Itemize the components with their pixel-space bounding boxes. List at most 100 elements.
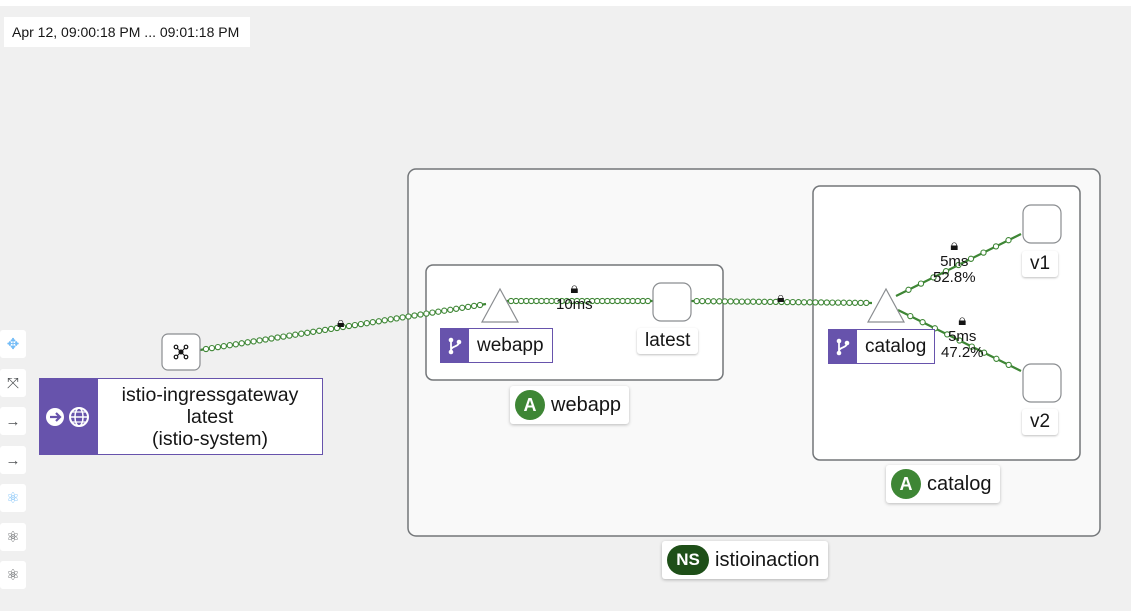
traffic-dot bbox=[863, 299, 870, 307]
traffic-dot bbox=[619, 297, 626, 305]
workload-label-v2[interactable]: v2 bbox=[1022, 409, 1059, 435]
layout-default-icon: ⚛ bbox=[6, 490, 20, 507]
traffic-dot bbox=[423, 310, 430, 317]
traffic-dot bbox=[744, 298, 751, 305]
edge-label-webapp-latest: 🔒︎ 10ms bbox=[556, 281, 593, 313]
traffic-dot bbox=[917, 280, 925, 287]
traffic-dot bbox=[435, 308, 442, 315]
service-node-catalog[interactable] bbox=[866, 287, 906, 323]
app-label-catalog[interactable]: A catalog bbox=[886, 465, 1000, 503]
time-range-label: Apr 12, 09:00:18 PM ... 09:01:18 PM bbox=[4, 17, 250, 47]
layout-2-icon-button[interactable]: ⚛ bbox=[0, 561, 26, 589]
edge-catalog-v2[interactable] bbox=[897, 309, 1022, 372]
traffic-dot bbox=[614, 297, 621, 305]
gateway-name: istio-ingressgateway bbox=[121, 383, 299, 406]
traffic-dot bbox=[721, 298, 729, 305]
traffic-dot bbox=[644, 297, 652, 305]
traffic-dot bbox=[262, 336, 269, 343]
traffic-dot bbox=[846, 299, 853, 306]
traffic-dot bbox=[316, 327, 323, 334]
traffic-dot bbox=[919, 319, 926, 326]
edge-latest-catalog[interactable] bbox=[690, 297, 873, 307]
traffic-dot bbox=[738, 298, 746, 305]
traffic-dot bbox=[523, 297, 530, 305]
traffic-dot bbox=[476, 301, 484, 309]
traffic-dot bbox=[220, 343, 227, 350]
workload-node-v1[interactable] bbox=[1022, 204, 1062, 244]
traffic-dot bbox=[968, 343, 975, 350]
traffic-dot bbox=[704, 298, 712, 305]
workload-node-latest[interactable] bbox=[652, 282, 692, 322]
traffic-dot bbox=[453, 305, 460, 312]
traffic-dot bbox=[208, 344, 216, 352]
arrow-right-icon-button[interactable]: → bbox=[0, 407, 26, 435]
app-label-webapp[interactable]: A webapp bbox=[510, 386, 630, 424]
traffic-dot bbox=[441, 307, 448, 314]
workload-label-latest[interactable]: latest bbox=[637, 328, 699, 354]
traffic-dot bbox=[710, 298, 717, 305]
edges-group bbox=[199, 233, 1022, 372]
traffic-dot bbox=[639, 297, 647, 305]
traffic-dot bbox=[980, 349, 988, 356]
service-node-webapp[interactable] bbox=[480, 287, 520, 323]
traffic-dot bbox=[327, 325, 335, 333]
service-label-webapp[interactable]: webapp bbox=[440, 328, 553, 363]
traffic-dot bbox=[304, 329, 311, 336]
traffic-dot bbox=[399, 314, 406, 321]
traffic-dot bbox=[375, 318, 382, 325]
arrow-right-icon-button[interactable]: → bbox=[0, 446, 26, 474]
traffic-dot bbox=[369, 319, 376, 326]
traffic-dot bbox=[767, 298, 774, 306]
app-box-catalog[interactable] bbox=[812, 185, 1081, 461]
gateway-label-text: istio-ingressgateway latest (istio-syste… bbox=[98, 379, 322, 454]
workload-label-v1[interactable]: v1 bbox=[1022, 251, 1059, 277]
traffic-dot bbox=[470, 302, 478, 310]
traffic-dot bbox=[817, 299, 825, 306]
app-badge: A bbox=[891, 469, 921, 499]
traffic-dot bbox=[538, 297, 545, 305]
edge-traffic-percent: 52.8% bbox=[933, 269, 976, 286]
mtls-lock-icon: 🔒︎ bbox=[337, 314, 345, 330]
traffic-dot bbox=[829, 299, 836, 306]
traffic-dot bbox=[387, 316, 394, 323]
traffic-dot bbox=[812, 299, 819, 306]
traffic-dot bbox=[944, 331, 951, 338]
layout-1-icon-button[interactable]: ⚛ bbox=[0, 523, 26, 551]
traffic-dot bbox=[286, 332, 293, 339]
traffic-dot bbox=[321, 326, 329, 334]
traffic-dot bbox=[250, 338, 257, 345]
service-label-catalog[interactable]: catalog bbox=[828, 329, 936, 364]
traffic-dot bbox=[905, 286, 912, 293]
traffic-dot bbox=[268, 335, 275, 342]
workload-node-v2[interactable] bbox=[1022, 363, 1062, 403]
arrow-right-icon: → bbox=[5, 451, 21, 469]
layout-default-icon-button[interactable]: ⚛ bbox=[0, 484, 26, 512]
traffic-dot bbox=[955, 261, 962, 269]
namespace-badge: NS bbox=[667, 545, 709, 575]
gateway-label[interactable]: istio-ingressgateway latest (istio-syste… bbox=[39, 378, 323, 455]
traffic-dot bbox=[310, 328, 317, 335]
traffic-dot bbox=[298, 330, 305, 337]
edge-label-catalog-v2: 🔒︎ 5ms 47.2% bbox=[941, 313, 984, 361]
traffic-dot bbox=[518, 297, 525, 305]
edge-gateway-webapp[interactable] bbox=[199, 301, 487, 353]
service-label-text: catalog bbox=[865, 335, 927, 357]
traffic-dot bbox=[594, 297, 601, 305]
traffic-dot bbox=[459, 304, 466, 311]
layout-1-icon: ⚛ bbox=[6, 529, 20, 546]
traffic-dot bbox=[292, 331, 299, 338]
pan-icon-button[interactable]: ✥ bbox=[0, 330, 26, 358]
edge-catalog-v1[interactable] bbox=[895, 233, 1022, 297]
service-branch-icon bbox=[829, 330, 857, 363]
traffic-dot bbox=[345, 322, 353, 330]
traffic-dot bbox=[533, 297, 540, 305]
traffic-dot bbox=[357, 320, 365, 328]
gateway-node-icon bbox=[173, 344, 189, 360]
service-branch-icon bbox=[441, 329, 469, 362]
edge-response-time: 5ms bbox=[948, 328, 977, 345]
traffic-dot bbox=[806, 299, 813, 306]
traffic-dot bbox=[629, 297, 636, 305]
edge-webapp-latest[interactable] bbox=[506, 297, 653, 305]
fit-icon-button[interactable]: ⤧ bbox=[0, 369, 26, 397]
namespace-label[interactable]: NS istioinaction bbox=[662, 541, 828, 579]
